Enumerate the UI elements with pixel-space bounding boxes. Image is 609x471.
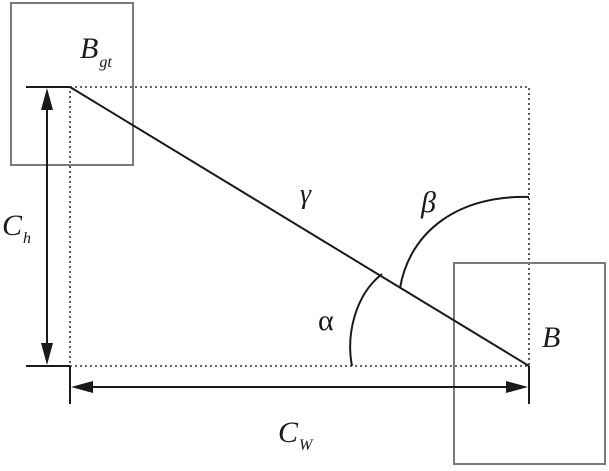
cw-arrow-head-left <box>71 381 93 393</box>
beta-label: β <box>420 186 436 219</box>
cw-arrow-head-right <box>506 381 528 393</box>
dotted-enclosing-rectangle <box>69 86 530 367</box>
b-label: B <box>542 321 560 354</box>
box-b-gt <box>10 2 134 166</box>
c-w-label: CW <box>278 416 314 454</box>
ch-arrow-head-up <box>41 88 53 110</box>
alpha-label: α <box>318 304 334 337</box>
ch-arrow-head-down <box>41 343 53 365</box>
b-gt-label: Bgt <box>80 32 112 71</box>
box-b <box>453 262 606 465</box>
alpha-angle-arc <box>349 273 383 367</box>
gamma-label: γ <box>300 179 312 210</box>
diagonal-line <box>69 86 530 367</box>
c-h-label: Ch <box>2 209 31 247</box>
beta-angle-arc <box>399 195 530 289</box>
